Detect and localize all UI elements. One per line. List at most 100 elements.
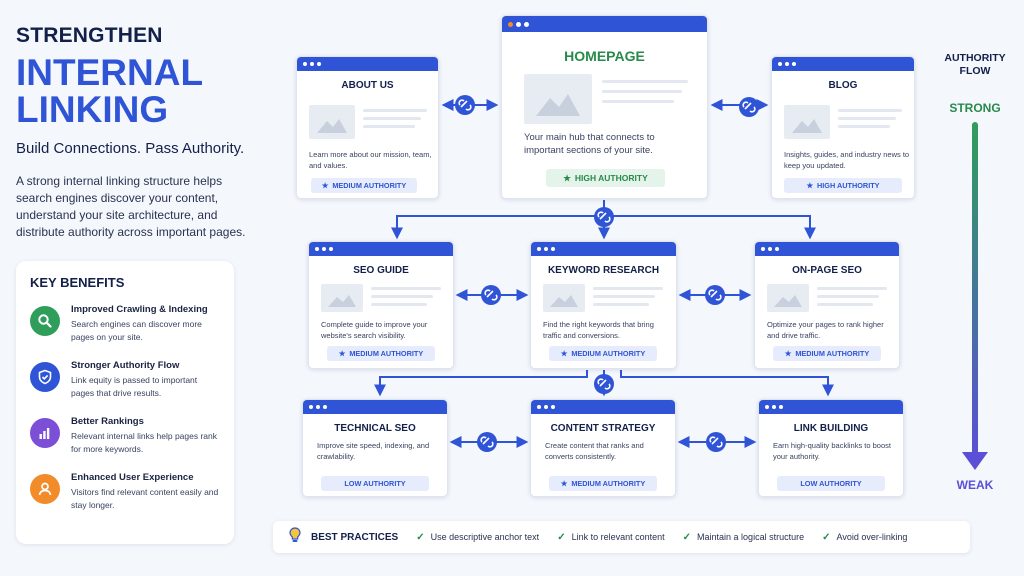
authority-flow-bar bbox=[972, 122, 978, 457]
benefit-title: Better Rankings bbox=[71, 416, 144, 427]
link-keyword-linkbuilding bbox=[620, 370, 834, 397]
star-icon: ★ bbox=[560, 349, 568, 358]
page-card-homepage[interactable]: HOMEPAGE Your main hub that connects to … bbox=[501, 15, 708, 199]
star-icon: ★ bbox=[321, 181, 329, 190]
page-card-content-strategy[interactable]: CONTENT STRATEGY Create content that ran… bbox=[530, 399, 676, 497]
lightbulb-icon bbox=[287, 526, 303, 549]
benefit-title: Enhanced User Experience bbox=[71, 472, 194, 483]
image-placeholder-icon bbox=[767, 284, 809, 312]
card-title: CONTENT STRATEGY bbox=[550, 423, 656, 434]
window-bar bbox=[502, 16, 707, 32]
page-card-technical-seo[interactable]: TECHNICAL SEO Improve site speed, indexi… bbox=[302, 399, 448, 497]
card-title: TECHNICAL SEO bbox=[334, 423, 416, 434]
image-placeholder-icon bbox=[524, 74, 592, 124]
bar-chart-icon bbox=[30, 418, 60, 448]
title-line-2b: LINKING bbox=[16, 89, 169, 130]
star-icon: ★ bbox=[784, 349, 792, 358]
link-icons bbox=[455, 95, 759, 452]
benefit-item: Enhanced User Experience Visitors find r… bbox=[30, 472, 220, 512]
star-icon: ★ bbox=[560, 479, 568, 488]
card-title: LINK BUILDING bbox=[793, 423, 869, 434]
link-icon bbox=[705, 285, 725, 305]
card-desc: Optimize your pages to rank higher and d… bbox=[767, 320, 884, 340]
check-icon: ✓ bbox=[557, 531, 566, 543]
card-desc: Your main hub that connects to important… bbox=[524, 132, 655, 156]
title-line-2a: INTERNAL bbox=[16, 52, 204, 93]
link-home-seoguide bbox=[391, 215, 604, 240]
card-desc: Learn more about our mission, team, and … bbox=[309, 150, 432, 170]
window-bar bbox=[531, 242, 676, 256]
benefit-desc: Relevant internal links help pages rank … bbox=[71, 431, 218, 454]
link-keyword-technical bbox=[374, 370, 588, 397]
link-home-onpage bbox=[604, 215, 816, 240]
image-placeholder-icon bbox=[543, 284, 585, 312]
page-card-about[interactable]: ABOUT US Learn more about our mission, t… bbox=[296, 56, 439, 199]
best-practice-item: ✓Avoid over-linking bbox=[822, 531, 908, 543]
window-bar bbox=[759, 400, 903, 414]
flow-weak-label: WEAK bbox=[956, 478, 994, 492]
check-icon: ✓ bbox=[682, 531, 692, 543]
best-practice-item: ✓Use descriptive anchor text bbox=[416, 531, 540, 543]
window-bar bbox=[531, 400, 675, 414]
benefit-item: Better Rankings Relevant internal links … bbox=[30, 416, 220, 456]
benefit-title: Stronger Authority Flow bbox=[71, 360, 180, 371]
search-icon bbox=[30, 306, 60, 336]
star-icon: ★ bbox=[338, 349, 346, 358]
link-icon bbox=[481, 285, 501, 305]
key-benefits-heading: KEY BENEFITS bbox=[30, 275, 125, 290]
authority-badge: ★MEDIUM AUTHORITY bbox=[773, 346, 881, 361]
page-card-blog[interactable]: BLOG Insights, guides, and industry news… bbox=[771, 56, 915, 199]
benefit-item: Stronger Authority Flow Link equity is p… bbox=[30, 360, 220, 400]
link-icon bbox=[455, 95, 475, 115]
check-icon: ✓ bbox=[416, 531, 425, 543]
card-title: ON-PAGE SEO bbox=[792, 265, 862, 276]
best-practices-title: BEST PRACTICES bbox=[311, 531, 399, 543]
authority-flow-arrowhead bbox=[962, 452, 988, 470]
page-card-keyword-research[interactable]: KEYWORD RESEARCH Find the right keywords… bbox=[530, 241, 677, 369]
page-card-seo-guide[interactable]: SEO GUIDE Complete guide to improve your… bbox=[308, 241, 454, 369]
window-bar bbox=[772, 57, 914, 71]
flow-strong-label: STRONG bbox=[949, 101, 1001, 115]
card-title: SEO GUIDE bbox=[353, 265, 409, 276]
star-icon: ★ bbox=[806, 181, 813, 190]
page-card-link-building[interactable]: LINK BUILDING Earn high-quality backlink… bbox=[758, 399, 904, 497]
subtitle: Build Connections. Pass Authority. bbox=[16, 140, 245, 157]
authority-badge: ★MEDIUM AUTHORITY bbox=[549, 346, 657, 361]
benefit-item: Improved Crawling & Indexing Search engi… bbox=[30, 304, 220, 344]
link-icon bbox=[739, 97, 759, 117]
image-placeholder-icon bbox=[321, 284, 363, 312]
image-placeholder-icon bbox=[309, 105, 355, 139]
benefit-title: Improved Crawling & Indexing bbox=[71, 304, 208, 315]
user-icon bbox=[30, 474, 60, 504]
window-bar bbox=[297, 57, 438, 71]
authority-badge: ★HIGH AUTHORITY bbox=[546, 169, 665, 187]
intro-text: A strong internal linking structure help… bbox=[16, 174, 246, 239]
best-practice-item: ✓Link to relevant content bbox=[557, 531, 665, 543]
window-bar bbox=[309, 242, 453, 256]
card-desc: Complete guide to improve your website's… bbox=[321, 320, 428, 340]
card-title: HOMEPAGE bbox=[564, 48, 645, 64]
link-icon bbox=[706, 432, 726, 452]
image-placeholder-icon bbox=[784, 105, 830, 139]
authority-badge: LOW AUTHORITY bbox=[777, 476, 885, 491]
authority-badge: ★MEDIUM AUTHORITY bbox=[327, 346, 435, 361]
best-practices-bar: BEST PRACTICES ✓Use descriptive anchor t… bbox=[273, 521, 970, 553]
authority-badge: LOW AUTHORITY bbox=[321, 476, 429, 491]
card-desc: Find the right keywords that bring traff… bbox=[543, 320, 654, 340]
page-card-on-page-seo[interactable]: ON-PAGE SEO Optimize your pages to rank … bbox=[754, 241, 900, 369]
key-benefits-panel: KEY BENEFITS Improved Crawling & Indexin… bbox=[16, 261, 234, 544]
authority-badge: ★MEDIUM AUTHORITY bbox=[311, 178, 417, 193]
check-icon: ✓ bbox=[822, 531, 831, 543]
authority-badge: ★HIGH AUTHORITY bbox=[784, 178, 902, 193]
card-desc: Create content that ranks and converts c… bbox=[545, 441, 644, 461]
authority-badge: ★MEDIUM AUTHORITY bbox=[549, 476, 657, 491]
window-bar bbox=[755, 242, 899, 256]
authority-flow-title: AUTHORITY FLOW bbox=[944, 52, 1006, 77]
shield-icon bbox=[30, 362, 60, 392]
benefit-desc: Search engines can discover more pages o… bbox=[71, 319, 202, 342]
title-line-1: STRENGTHEN bbox=[16, 24, 163, 47]
card-desc: Improve site speed, indexing, and crawla… bbox=[317, 441, 430, 461]
window-bar bbox=[303, 400, 447, 414]
link-icon bbox=[477, 432, 497, 452]
